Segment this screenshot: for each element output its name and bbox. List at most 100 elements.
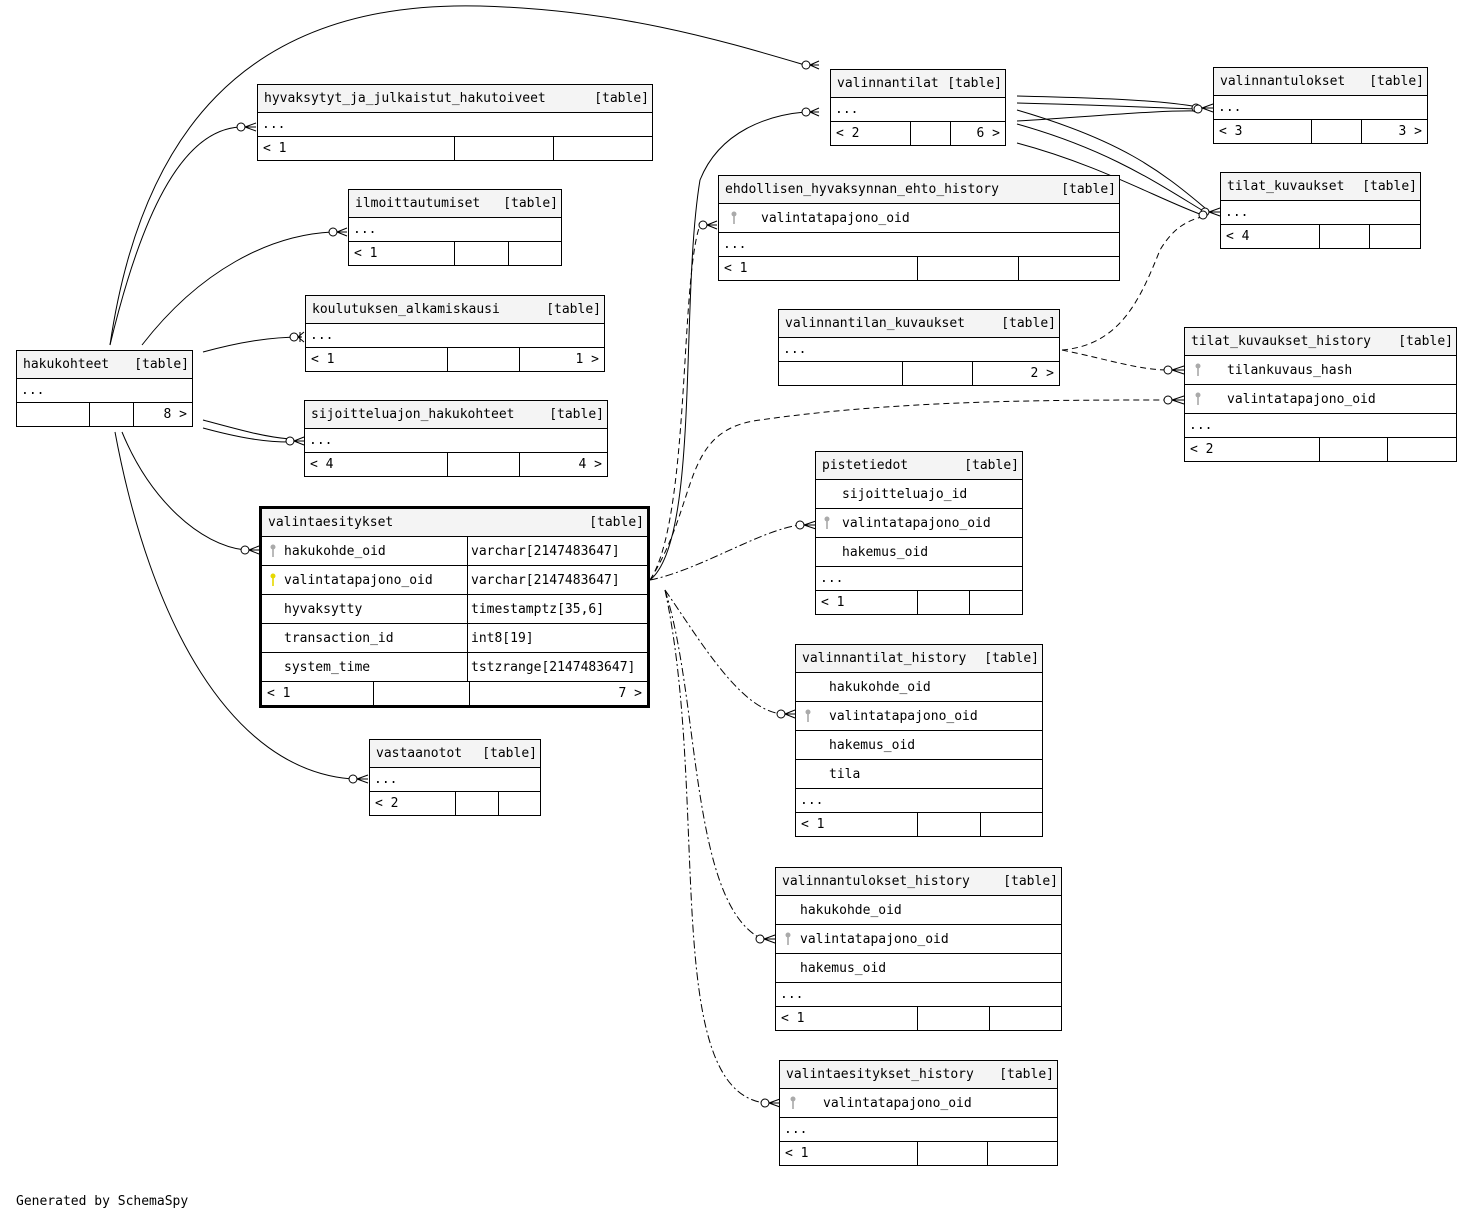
children-count: 7 > [469, 682, 647, 705]
column-name: tilankuvaus_hash [1227, 362, 1353, 378]
table-tilat-kuvaukset-history[interactable]: tilat_kuvaukset_history[table] tilankuva… [1184, 327, 1457, 462]
children-count: 4 > [519, 453, 607, 476]
table-name: valinnantilat [837, 76, 939, 91]
columns-ellipsis: ... [779, 338, 1059, 362]
columns-ellipsis: ... [258, 113, 652, 137]
column-row[interactable]: valintatapajono_oid [1185, 385, 1456, 414]
edge-valintaesitykset-valintaesitykset-history [664, 589, 766, 1104]
parents-count: < 1 [801, 817, 825, 832]
column-row[interactable]: hakemus_oid [816, 538, 1022, 567]
table-tilat-kuvaukset[interactable]: tilat_kuvaukset [table] ... < 4 [1220, 172, 1421, 249]
foreign-key-icon [776, 932, 800, 946]
foreign-key-icon [816, 516, 838, 530]
column-name: hakemus_oid [842, 544, 929, 560]
children-count: 3 > [1361, 120, 1427, 143]
column-row[interactable]: valintatapajono_oid [816, 509, 1022, 538]
column-row[interactable]: tila [796, 760, 1042, 789]
column-row[interactable]: hakukohde_oid varchar[2147483647] [262, 537, 647, 566]
parents-count: < 4 [1226, 229, 1250, 244]
children-count: 8 > [133, 403, 192, 426]
column-name: valintatapajono_oid [284, 572, 433, 588]
table-vastaanotot[interactable]: vastaanotot[table] ... < 2 [369, 739, 541, 816]
foreign-key-icon [1185, 363, 1211, 377]
table-name: koulutuksen_alkamiskausi [312, 302, 500, 317]
table-valinnantilan-kuvaukset[interactable]: valinnantilan_kuvaukset[table] ... 2 > [778, 309, 1060, 386]
parents-count: < 1 [354, 246, 378, 261]
table-ehdollisen-hyvaksynnan-ehto-history[interactable]: ehdollisen_hyvaksynnan_ehto_history [tabl… [718, 175, 1120, 281]
table-kind: [table] [964, 458, 1019, 473]
edge-hakukohteet-sijoitteluajon-1 [202, 419, 291, 440]
column-name: valintatapajono_oid [829, 708, 978, 724]
table-kind: [table] [503, 196, 558, 211]
table-valinnantilat-history[interactable]: valinnantilat_history[table] hakukohde_o… [795, 644, 1043, 837]
column-name: system_time [284, 659, 371, 675]
columns-ellipsis: ... [1214, 96, 1427, 120]
column-row[interactable]: valintatapajono_oid [780, 1089, 1057, 1118]
table-kind: [table] [1362, 179, 1417, 194]
edge-valinnantilat-valinnantulokset-1 [1016, 95, 1199, 108]
table-name: pistetiedot [822, 458, 909, 473]
table-kind: [table] [482, 746, 537, 761]
edge-hakukohteet-valinnantilat [109, 5, 806, 346]
column-name: hakukohde_oid [829, 679, 931, 695]
table-kind: [table] [1001, 316, 1056, 331]
table-kind: [table] [947, 76, 1002, 91]
column-name: valintatapajono_oid [761, 210, 910, 226]
column-name: sijoitteluajo_id [842, 486, 968, 502]
table-name: tilat_kuvaukset [1227, 179, 1345, 194]
column-row[interactable]: tilankuvaus_hash [1185, 356, 1456, 385]
table-name: sijoitteluajon_hakukohteet [311, 407, 515, 422]
table-hyvaksytyt-ja-julkaistut-hakutoiveet[interactable]: hyvaksytyt_ja_julkaistut_hakutoiveet[tab… [257, 84, 653, 161]
column-row[interactable]: system_time tstzrange[2147483647] [262, 653, 647, 682]
column-row[interactable]: valintatapajono_oid varchar[2147483647] [262, 566, 647, 595]
table-name: ehdollisen_hyvaksynnan_ehto_history [725, 182, 999, 197]
columns-ellipsis: ... [796, 789, 1042, 813]
column-type: tstzrange[2147483647] [467, 653, 647, 681]
edge-valintaesitykset-ehdollisen [649, 220, 707, 581]
column-row[interactable]: valintatapajono_oid [776, 925, 1061, 954]
parents-count: < 2 [1190, 442, 1214, 457]
table-valinnantulokset-history[interactable]: valinnantulokset_history[table] hakukohd… [775, 867, 1062, 1031]
parents-count: < 3 [1219, 124, 1243, 139]
parents-count: < 4 [310, 457, 334, 472]
columns-ellipsis: ... [305, 429, 607, 453]
column-type: varchar[2147483647] [467, 537, 647, 565]
columns-ellipsis: ... [780, 1118, 1057, 1142]
column-row[interactable]: valintatapajono_oid [796, 702, 1042, 731]
column-type: varchar[2147483647] [467, 566, 647, 594]
table-name: valintaesitykset [268, 515, 394, 530]
column-name: transaction_id [284, 630, 394, 646]
column-name: tila [829, 766, 861, 782]
column-row[interactable]: hakemus_oid [776, 954, 1061, 983]
table-name: valinnantulokset [1220, 74, 1346, 89]
table-valintaesitykset-history[interactable]: valintaesitykset_history[table] valintat… [779, 1060, 1058, 1166]
columns-ellipsis: ... [1185, 414, 1456, 438]
column-row[interactable]: hakukohde_oid [776, 896, 1061, 925]
column-name: hakukohde_oid [284, 543, 386, 559]
column-row[interactable]: sijoitteluajo_id [816, 480, 1022, 509]
column-row[interactable]: valintatapajono_oid [719, 204, 1119, 233]
table-pistetiedot[interactable]: pistetiedot [table] sijoitteluajo_id vali… [815, 451, 1023, 615]
column-row[interactable]: hakemus_oid [796, 731, 1042, 760]
edge-hakukohteet-sijoitteluajon-2 [202, 427, 291, 443]
columns-ellipsis: ... [816, 567, 1022, 591]
table-hakukohteet[interactable]: hakukohteet[table] ... 8 > [16, 350, 193, 427]
edge-valinnantilat-valinnantulokset-3 [1016, 110, 1199, 122]
parents-count: < 1 [821, 595, 845, 610]
parents-count: < 1 [311, 352, 335, 367]
columns-ellipsis: ... [1221, 201, 1420, 225]
table-kind: [table] [984, 651, 1039, 666]
table-kind: [table] [1061, 182, 1116, 197]
column-name: valintatapajono_oid [823, 1095, 972, 1111]
column-row[interactable]: hakukohde_oid [796, 673, 1042, 702]
table-ilmoittautumiset[interactable]: ilmoittautumiset[table] ... < 1 [348, 189, 562, 266]
table-sijoitteluajon-hakukohteet[interactable]: sijoitteluajon_hakukohteet[table] ... < … [304, 400, 608, 477]
parents-count: < 1 [785, 1146, 809, 1161]
